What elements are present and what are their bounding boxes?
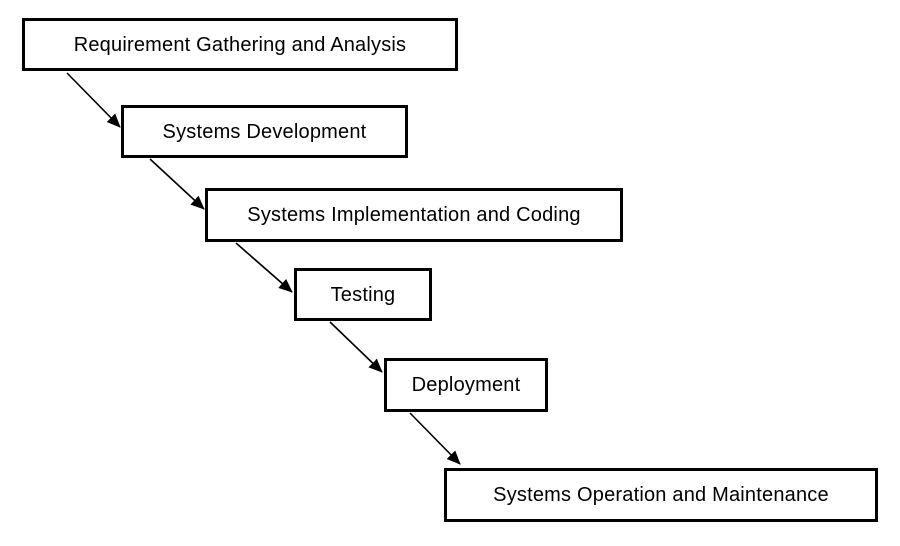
step-label: Deployment [411,374,521,396]
step-box-deployment: Deployment [384,358,548,412]
step-label: Systems Implementation and Coding [247,204,581,226]
arrow-implementation-to-testing-icon [235,242,293,293]
arrow-deployment-to-maintenance-icon [409,412,461,465]
step-label: Systems Development [162,120,367,143]
step-box-systems-development: Systems Development [121,105,408,158]
step-box-requirement-gathering-and-analysis: Requirement Gathering and Analysis [22,18,458,71]
arrow-testing-to-deployment-icon [329,321,383,373]
step-box-testing: Testing [294,268,432,321]
step-box-systems-implementation-and-coding: Systems Implementation and Coding [205,188,623,242]
arrow-development-to-implementation-icon [149,158,205,210]
step-box-systems-operation-and-maintenance: Systems Operation and Maintenance [444,468,878,522]
step-label: Testing [330,283,396,306]
step-label: Requirement Gathering and Analysis [73,33,407,56]
arrow-requirement-to-development-icon [66,72,121,128]
step-label: Systems Operation and Maintenance [493,484,829,506]
